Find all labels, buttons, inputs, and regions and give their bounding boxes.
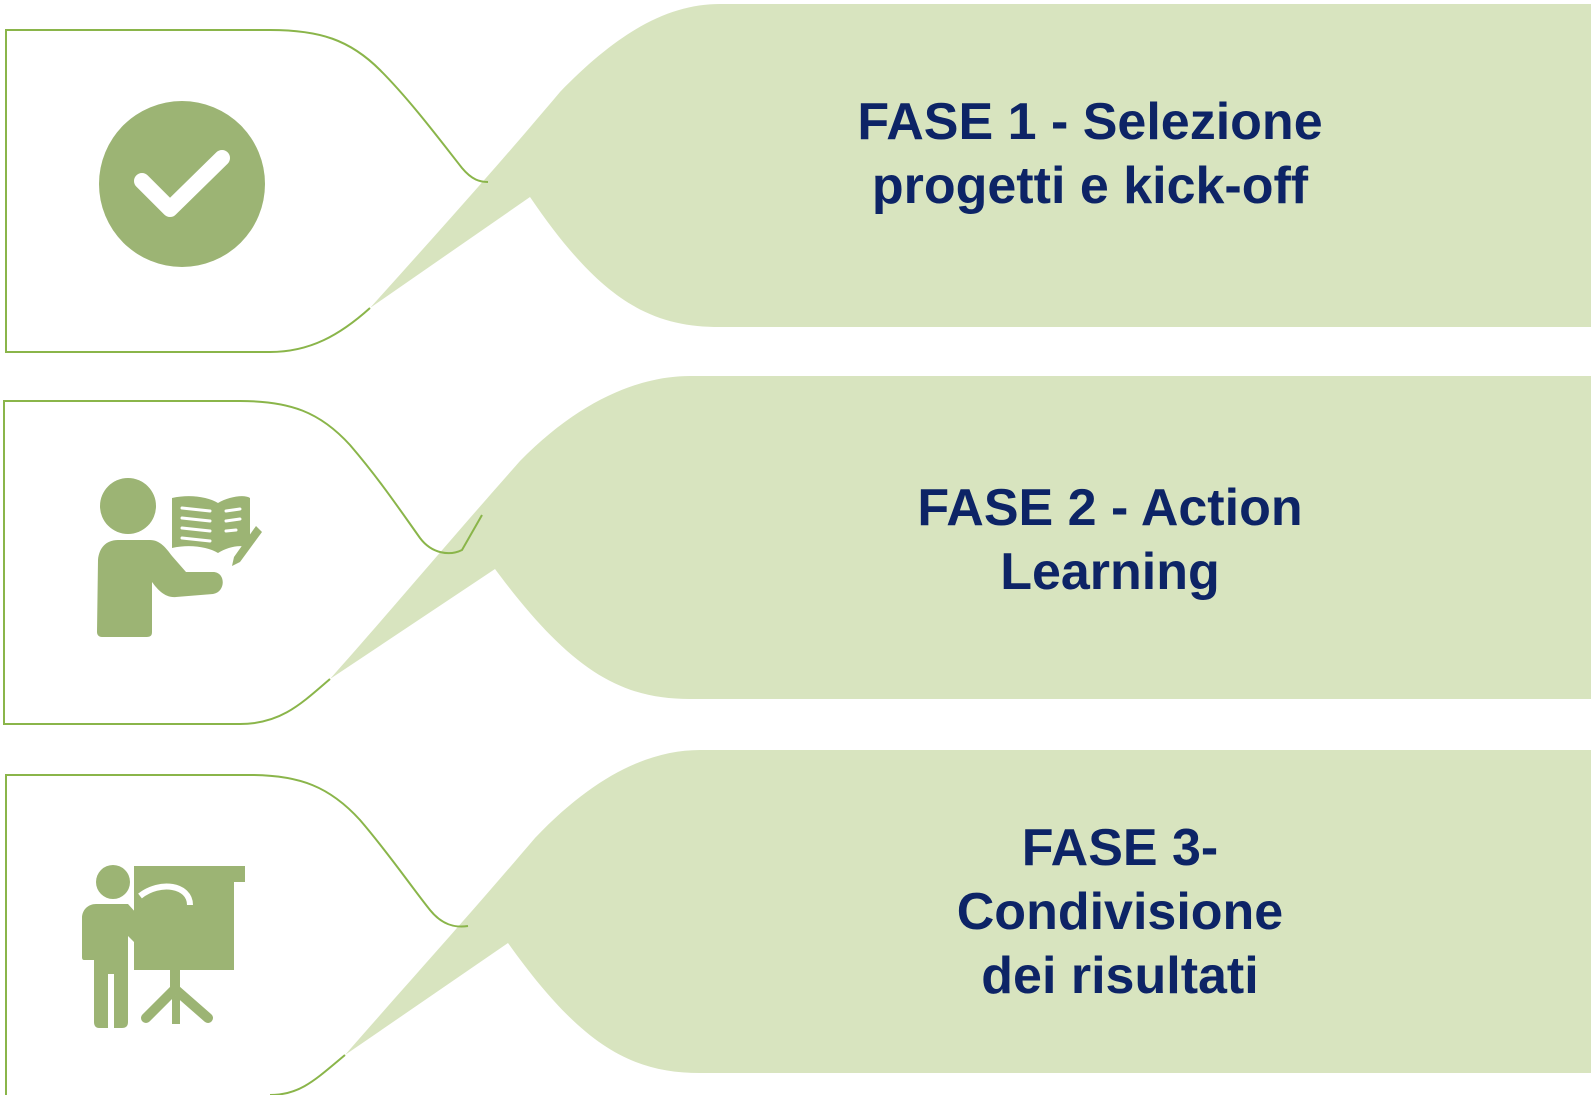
phase-2-title: FASE 2 - Action Learning (820, 476, 1400, 604)
check-circle-icon (99, 101, 265, 267)
phase-1-icon-frame (5, 29, 489, 353)
phase-2-banner (330, 376, 1591, 699)
phase-1-title-line-2: progetti e kick-off (871, 157, 1309, 215)
phase-1-banner (370, 4, 1591, 327)
phase-3-title-line-3: dei risultati (981, 947, 1259, 1005)
phase-1-title: FASE 1 - Selezione progetti e kick-off (800, 90, 1380, 218)
presenter-whiteboard-icon (82, 865, 245, 1028)
phase-2-title-line-1: FASE 2 - Action (917, 479, 1303, 537)
teacher-reading-book-icon (97, 478, 262, 637)
phase-1-title-line-1: FASE 1 - Selezione (857, 93, 1323, 151)
phase-2-icon-frame (3, 400, 483, 725)
phase-3-banner (345, 750, 1591, 1073)
phase-1-group (5, 4, 1591, 353)
phase-3-title: FASE 3- Condivisione dei risultati (830, 816, 1410, 1008)
phase-3-title-line-2: Condivisione (956, 883, 1284, 941)
phase-3-icon-frame (5, 774, 469, 1095)
phase-2-group (3, 376, 1591, 725)
phase-2-title-line-2: Learning (1000, 543, 1220, 601)
phase-3-title-line-1: FASE 3- (1021, 819, 1219, 877)
